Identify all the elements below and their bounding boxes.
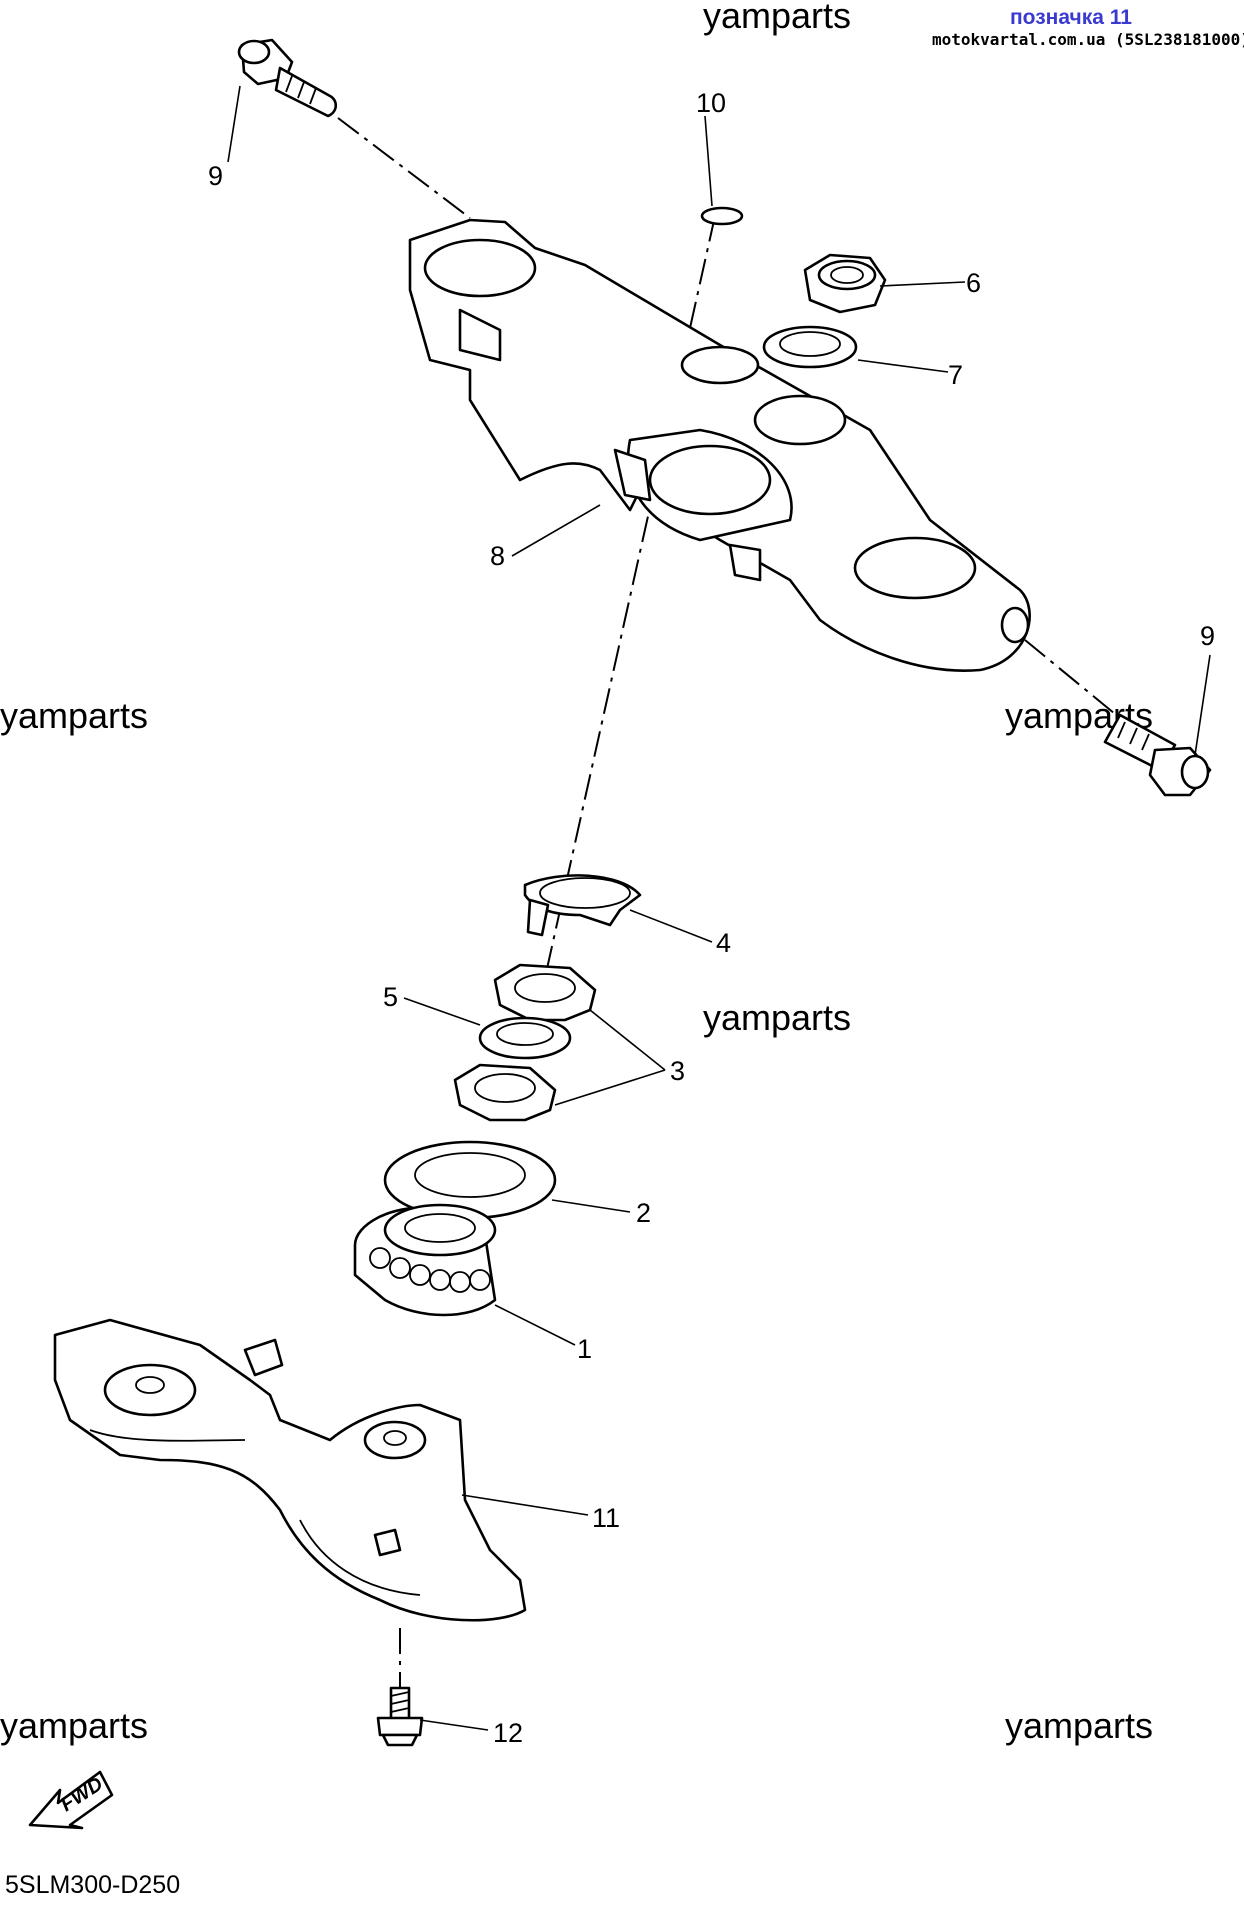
header-source: motokvartal.com.ua (5SL238181000) — [932, 30, 1244, 49]
callout-5: 5 — [383, 982, 398, 1012]
callout-4: 4 — [716, 928, 731, 958]
cap-plug — [700, 206, 744, 226]
watermark-right-bottom: yamparts — [1005, 1705, 1153, 1746]
callout-8: 8 — [490, 541, 505, 571]
diagram-code: 5SLM300-D250 — [5, 1871, 180, 1899]
callout-1: 1 — [577, 1334, 592, 1364]
watermark-left-mid: yamparts — [0, 695, 148, 736]
ball-bearing — [353, 1203, 497, 1317]
bolt-bottom — [376, 1686, 424, 1747]
bolt-upper-left — [237, 38, 338, 118]
callout-3: 3 — [670, 1056, 685, 1086]
callout-6: 6 — [966, 268, 981, 298]
callout-9-upper: 9 — [208, 161, 223, 191]
bolt-right — [1103, 713, 1212, 797]
ring-nut-lower — [453, 1063, 557, 1122]
washer-7 — [762, 325, 858, 369]
callout-9-right: 9 — [1200, 621, 1215, 651]
bolt-axis-left — [337, 117, 471, 219]
watermark-center: yamparts — [703, 997, 851, 1038]
bolt-axis-right — [1024, 639, 1121, 719]
steering-nut — [803, 253, 887, 314]
callout-10: 10 — [696, 88, 726, 118]
lock-washer — [523, 874, 642, 937]
callout-11: 11 — [592, 1503, 620, 1533]
lower-cover — [53, 1318, 527, 1622]
header-title: позначка 11 — [1010, 6, 1132, 29]
fwd-arrow-icon: FWD — [28, 1770, 114, 1830]
upper-bracket — [408, 218, 1031, 672]
watermark-left-bottom: yamparts — [0, 1705, 148, 1746]
bearing-race — [383, 1140, 557, 1220]
callout-12: 12 — [493, 1718, 523, 1748]
callout-7: 7 — [948, 360, 963, 390]
callout-2: 2 — [636, 1198, 651, 1228]
ring-nut-upper — [493, 963, 597, 1022]
washer-5 — [478, 1016, 572, 1060]
watermark-top: yamparts — [703, 0, 851, 36]
leader-lines — [227, 85, 1211, 1731]
